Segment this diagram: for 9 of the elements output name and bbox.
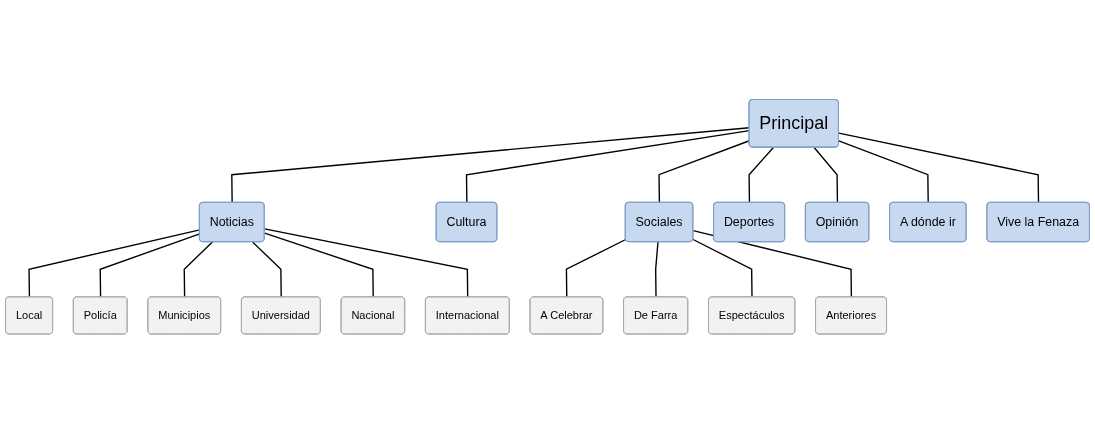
connector [748, 146, 775, 204]
connector [692, 238, 753, 298]
connector [813, 146, 839, 204]
connector [838, 132, 1040, 204]
connector [565, 238, 627, 298]
connector [654, 241, 659, 298]
connector [251, 241, 282, 298]
connector [183, 241, 214, 298]
connector [838, 139, 929, 204]
